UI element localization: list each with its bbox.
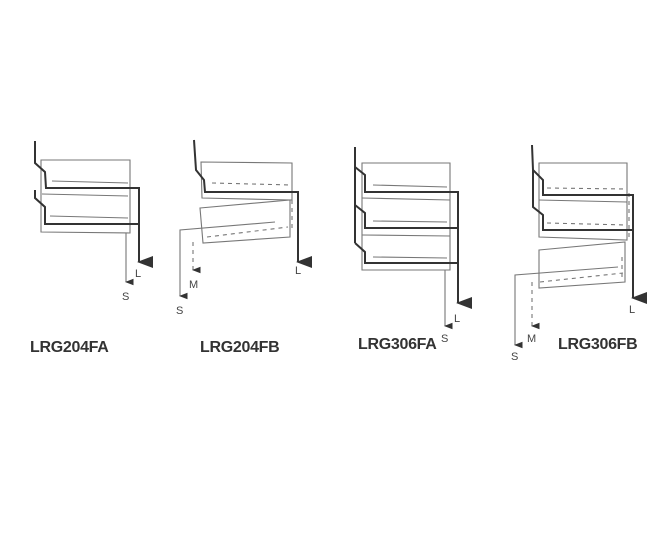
outlet-label-l: L xyxy=(135,268,141,280)
outlet-label-s: S xyxy=(176,305,183,317)
model-label-lrg306fa: LRG306FA xyxy=(358,336,437,353)
outlet-label-s: S xyxy=(511,351,518,363)
diagram-lrg204fa: L S xyxy=(34,141,153,303)
model-label-lrg204fb: LRG204FB xyxy=(200,339,280,356)
diagram-lrg204fb: L M S xyxy=(176,139,312,317)
outlet-label-s: S xyxy=(122,291,129,303)
outlet-label-s: S xyxy=(441,333,448,345)
diagram-lrg306fa: L S xyxy=(354,147,472,345)
outlet-label-l: L xyxy=(295,265,301,277)
diagram-lrg306fb: L M S xyxy=(511,144,647,363)
outlet-label-l: L xyxy=(454,313,460,325)
outlet-label-l: L xyxy=(629,304,635,316)
outlet-label-m: M xyxy=(189,279,198,291)
model-label-lrg204fa: LRG204FA xyxy=(30,339,109,356)
model-label-lrg306fb: LRG306FB xyxy=(558,336,638,353)
outlet-label-m: M xyxy=(527,333,536,345)
